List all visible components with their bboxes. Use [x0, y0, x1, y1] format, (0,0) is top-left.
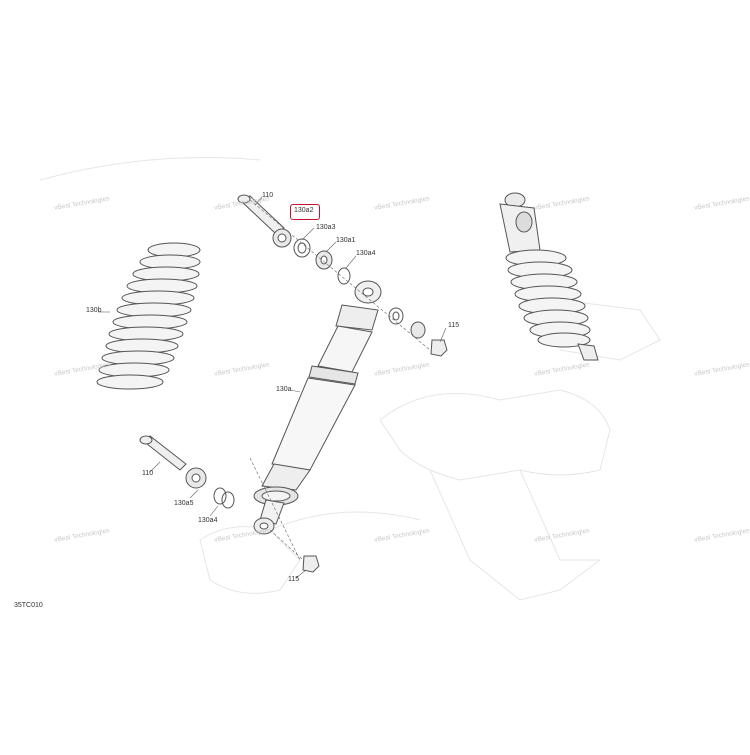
callout-130a: 130a: [276, 386, 292, 393]
highlight-box-130a2: [290, 204, 320, 220]
callout-130a3: 130a3: [316, 224, 336, 231]
drawing-code: 35TC010: [14, 602, 43, 609]
callout-110-top: 110: [262, 192, 274, 199]
callout-lines: [98, 196, 447, 579]
nut-115-top: [430, 339, 448, 357]
callout-130b: 130b: [86, 307, 102, 314]
callout-115-top: 115: [448, 322, 460, 329]
callout-110-bottom: 110: [142, 470, 154, 477]
bushing-130a2: [272, 228, 292, 248]
frame-linework: [39, 157, 661, 601]
bushing-130a5: [185, 467, 207, 489]
callout-115-bottom: 115: [288, 576, 300, 583]
washer-130a3: [293, 238, 311, 258]
nut-115-bottom: [302, 555, 320, 573]
snap-ring-130a4-bottom: [213, 487, 235, 509]
bolt-110-top: [237, 194, 285, 235]
callout-130a1: 130a1: [336, 237, 356, 244]
washer-right-top: [388, 307, 404, 325]
spacer-130a1: [315, 250, 333, 270]
coil-spring-130b: [96, 242, 201, 390]
callout-130a2: 130a2: [294, 207, 314, 214]
callout-130a4-top: 130a4: [356, 250, 376, 257]
snap-ring-130a4-top: [337, 267, 351, 285]
callout-130a4-bottom: 130a4: [198, 517, 218, 524]
callout-130a5: 130a5: [174, 500, 194, 507]
bushing-right-top: [410, 321, 426, 339]
shock-absorber-130a: [253, 280, 382, 535]
bolt-110-bottom: [139, 435, 187, 471]
assembled-shock: [499, 192, 599, 361]
